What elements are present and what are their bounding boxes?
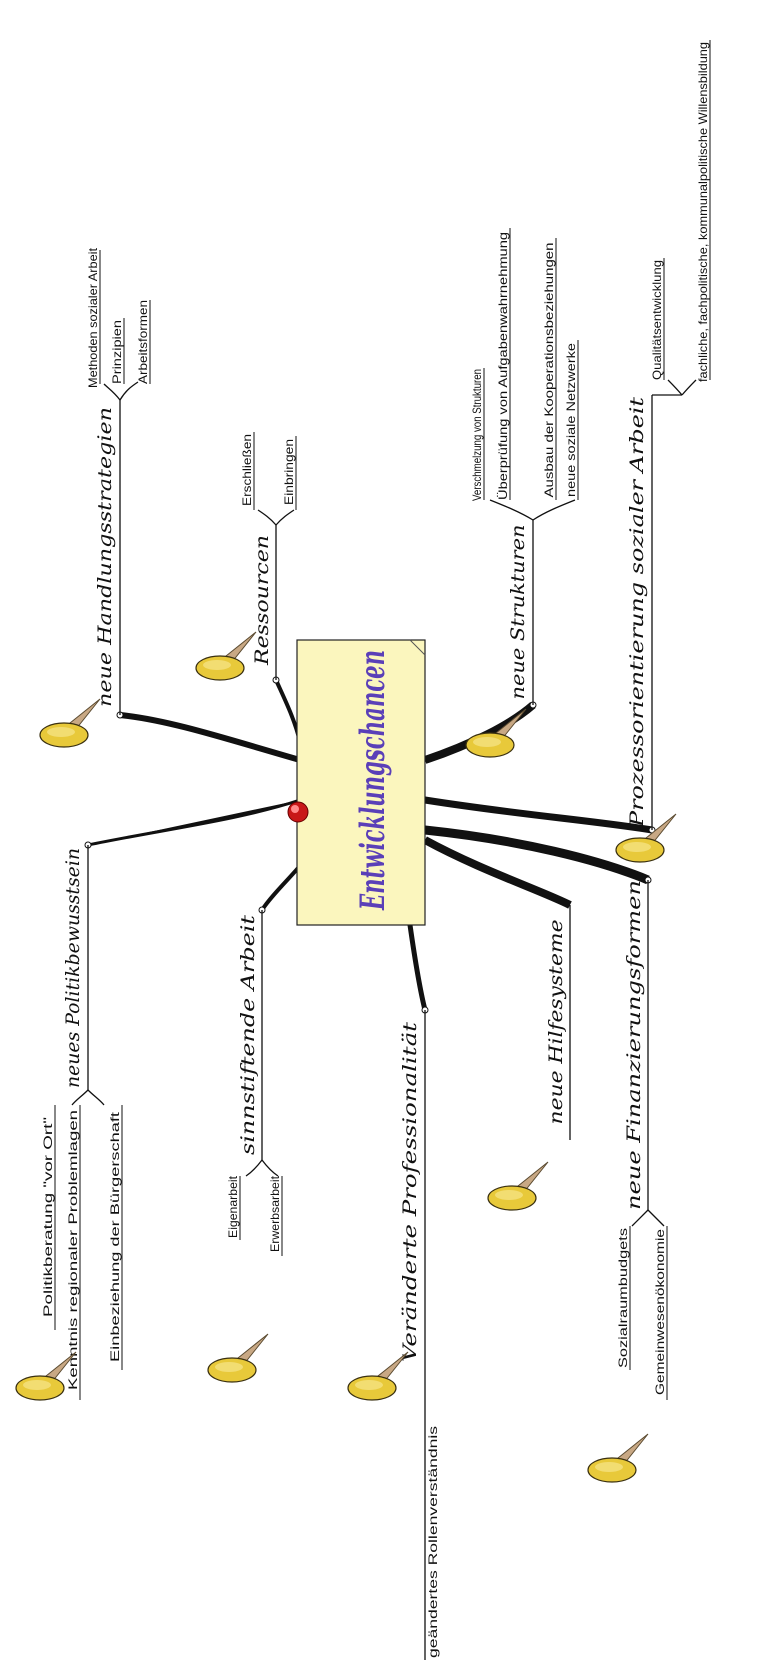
leaf: fachliche, fachpolitische, kommunalpolit… [696, 42, 710, 382]
leaf: Qualitätsentwicklung [650, 260, 664, 380]
branch-politik[interactable]: neues Politikbewusstsein Politikberatung… [41, 845, 123, 1400]
pushpin-icon [487, 1161, 549, 1211]
branch-ressourcen[interactable]: Ressourcen Erschließen Einbringen [240, 432, 297, 680]
leaf: Erschließen [240, 434, 254, 506]
connector-profession [407, 924, 428, 1011]
branch-label: sinnstiftende Arbeit [237, 915, 259, 1155]
leaf: Sozialraumbudgets [616, 1228, 630, 1368]
pushpin-icon [347, 1351, 409, 1401]
branch-label: Prozessorientierung sozialer Arbeit [626, 397, 648, 829]
pushpin-icon [465, 708, 527, 758]
leaf: Kenntnis regionaler Problemlagen [66, 1110, 80, 1390]
connector-handlung [119, 712, 301, 763]
pushpin-icon [207, 1333, 269, 1383]
leaf: Einbringen [282, 439, 296, 505]
leaf: Überprüfung von Aufgabenwahrnehmung [496, 232, 510, 500]
leaf: Eigenarbeit [226, 1175, 240, 1238]
branch-finanz[interactable]: neue Finanzierungsformen Sozialraumbudge… [616, 880, 668, 1400]
center-node[interactable]: Entwicklungschancen [287, 639, 426, 926]
branch-label: neues Politikbewusstsein [62, 848, 84, 1088]
leaf: Gemeinwesenökonomie [653, 1229, 667, 1395]
branch-label: neue Strukturen [507, 525, 529, 700]
connector-ressourcen [274, 679, 302, 743]
leaf: geändertes Rollenverständnis [426, 1426, 440, 1658]
leaf: Politikberatung "vor Ort" [41, 1117, 55, 1317]
branch-label: Ressourcen [251, 535, 273, 666]
leaf: neue soziale Netzwerke [564, 343, 578, 497]
leaf: Erwerbsarbeit [268, 1175, 282, 1252]
leaf: Einbeziehung der Bürgerschaft [108, 1111, 122, 1362]
branch-hilfe[interactable]: neue Hilfesysteme [545, 905, 571, 1140]
leaf: Ausbau der Kooperationsbeziehungen [542, 243, 556, 498]
branch-label: neue Hilfesysteme [545, 920, 567, 1125]
pushpin-icon [195, 631, 257, 681]
connector-finanz [424, 825, 650, 885]
leaf: Arbeitsformen [136, 300, 150, 384]
pushpin-icon [587, 1433, 649, 1483]
branch-label: Veränderte Professionalität [399, 1022, 421, 1362]
connector-hilfe [423, 836, 572, 909]
branch-prozess[interactable]: Prozessorientierung sozialer Arbeit Qual… [626, 40, 711, 830]
branch-profession[interactable]: Veränderte Professionalität geändertes R… [399, 1010, 440, 1660]
branch-label: neue Handlungsstrategien [94, 407, 116, 707]
branch-label: neue Finanzierungsformen [623, 880, 645, 1210]
branch-strukturen[interactable]: neue Strukturen Verschmelzung von Strukt… [470, 228, 579, 705]
branch-sinnstiftend[interactable]: sinnstiftende Arbeit Eigenarbeit Erwerbs… [226, 910, 283, 1256]
connector-politik [87, 798, 301, 847]
red-pin-icon [287, 801, 309, 823]
pushpin-icon [39, 698, 101, 748]
branch-handlung[interactable]: neue Handlungsstrategien Methoden sozial… [86, 247, 151, 715]
connector-prozess [424, 796, 653, 834]
center-label: Entwicklungschancen [353, 650, 393, 911]
leaf: Verschmelzung von Strukturen [470, 369, 484, 501]
leaf: Prinzipien [110, 320, 124, 384]
leaf: Methoden sozialer Arbeit [86, 247, 100, 388]
